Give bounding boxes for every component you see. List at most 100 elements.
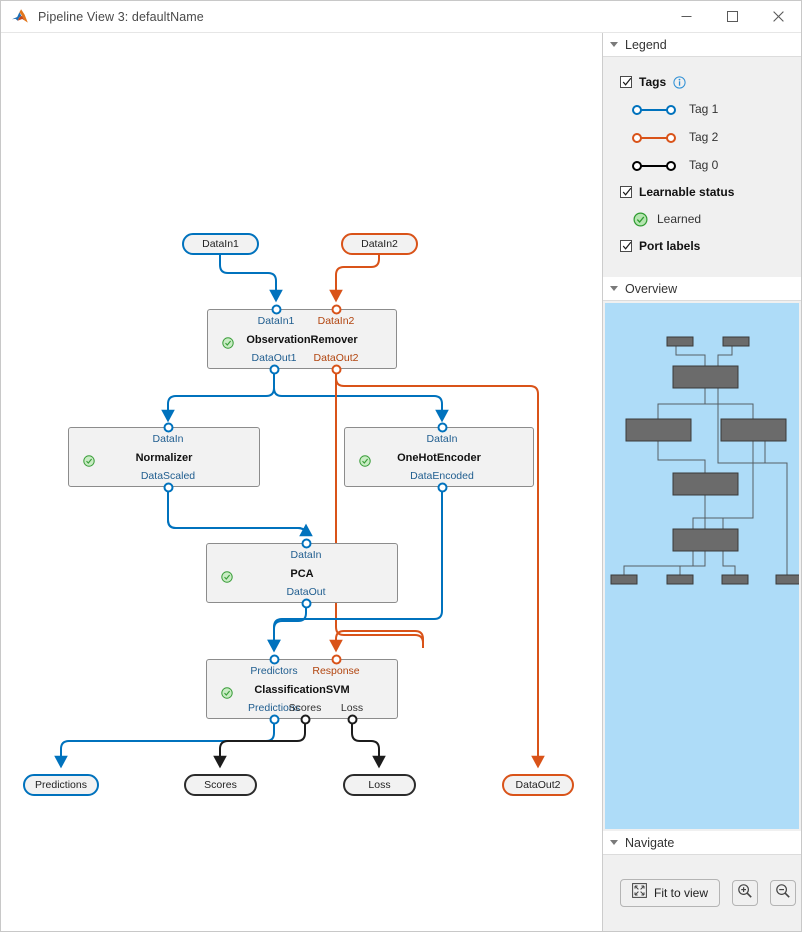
port-label: DataIn (426, 433, 458, 445)
pipeline-node[interactable]: ClassificationSVM (206, 659, 398, 719)
legend-tag-item: Tag 0 (603, 151, 801, 179)
overview-mini-graph (610, 336, 799, 585)
close-button[interactable] (755, 1, 801, 32)
learned-status-icon (359, 454, 371, 467)
output-terminal[interactable]: Loss (343, 774, 416, 796)
overview-block (666, 336, 694, 347)
input-terminal[interactable]: DataIn2 (341, 233, 418, 255)
pipeline-node[interactable]: OneHotEncoder (344, 427, 534, 487)
navigate-title: Navigate (625, 835, 675, 850)
window-controls (663, 1, 801, 32)
output-terminal[interactable]: Scores (184, 774, 257, 796)
port-labels-label: Port labels (639, 239, 701, 253)
tags-checkbox[interactable] (620, 76, 632, 88)
learned-status-icon (221, 686, 233, 699)
tag-2-swatch-icon (632, 131, 676, 143)
overview-block (610, 574, 638, 585)
port-label: Predictors (250, 665, 298, 677)
port-connector[interactable] (347, 714, 358, 725)
port-connector[interactable] (331, 304, 342, 315)
zoom-in-button[interactable] (732, 880, 759, 906)
port-label: Loss (340, 702, 364, 714)
fit-to-view-button[interactable]: Fit to view (620, 879, 721, 907)
port-label: Predictions (248, 702, 300, 714)
port-label: DataIn2 (317, 315, 355, 327)
pipeline-edges (54, 245, 545, 769)
port-connector[interactable] (437, 422, 448, 433)
legend-learnable-status-row[interactable]: Learnable status (603, 179, 801, 205)
port-label: DataEncoded (410, 470, 474, 482)
legend-port-labels-row[interactable]: Port labels (603, 233, 801, 259)
zoom-out-button[interactable] (770, 880, 797, 906)
overview-block (672, 528, 739, 552)
legend-tag-item: Tag 2 (603, 123, 801, 151)
port-connector[interactable] (331, 654, 342, 665)
learned-label: Learned (657, 212, 702, 226)
port-label: DataIn (290, 549, 322, 561)
learned-status-icon (83, 454, 95, 467)
legend-title: Legend (625, 37, 667, 52)
tag-0-label: Tag 0 (689, 158, 719, 172)
overview-block (672, 365, 739, 389)
port-connector[interactable] (163, 422, 174, 433)
zoom-in-icon (737, 883, 753, 904)
pipeline-node[interactable]: Normalizer (68, 427, 260, 487)
info-icon[interactable] (673, 75, 686, 89)
port-connector[interactable] (331, 364, 342, 375)
learnable-status-checkbox[interactable] (620, 186, 632, 198)
port-connector[interactable] (269, 364, 280, 375)
legend-tags-row[interactable]: Tags (603, 69, 801, 95)
legend-section-header[interactable]: Legend (603, 33, 801, 57)
output-terminal[interactable]: Predictions (23, 774, 99, 796)
tag-1-label: Tag 1 (689, 102, 719, 116)
port-connector[interactable] (271, 304, 282, 315)
collapse-chevron-icon[interactable] (610, 286, 618, 291)
port-connector[interactable] (301, 598, 312, 609)
port-label: DataScaled (140, 470, 196, 482)
port-label: DataOut1 (251, 352, 297, 364)
port-connector[interactable] (437, 482, 448, 493)
tag-0-swatch-icon (632, 159, 676, 171)
side-panel: Legend Tags (603, 33, 801, 931)
learned-status-icon (222, 336, 234, 349)
overview-block (775, 574, 799, 585)
overview-thumbnail[interactable] (605, 303, 799, 829)
node-title: ClassificationSVM (254, 684, 350, 696)
overview-section-header[interactable]: Overview (603, 277, 801, 301)
port-connector[interactable] (269, 654, 280, 665)
navigate-body: Fit to view (603, 855, 801, 931)
navigate-section-header[interactable]: Navigate (603, 831, 801, 855)
maximize-button[interactable] (709, 1, 755, 32)
node-title: PCA (290, 568, 314, 580)
fit-to-view-icon (632, 883, 647, 903)
port-connector[interactable] (163, 482, 174, 493)
node-title: Normalizer (135, 452, 193, 464)
overview-block (722, 336, 750, 347)
port-label: DataIn1 (257, 315, 295, 327)
collapse-chevron-icon[interactable] (610, 42, 618, 47)
port-labels-checkbox[interactable] (620, 240, 632, 252)
legend-body: Tags (603, 57, 801, 277)
port-connector[interactable] (301, 538, 312, 549)
pipeline-node[interactable]: PCA (206, 543, 398, 603)
learned-status-icon (221, 570, 233, 583)
minimize-button[interactable] (663, 1, 709, 32)
pipeline-node[interactable]: ObservationRemover (207, 309, 397, 369)
overview-block (721, 574, 749, 585)
matlab-icon (11, 8, 29, 26)
node-title: ObservationRemover (246, 334, 358, 346)
port-label: Scores (288, 702, 322, 714)
window-title: Pipeline View 3: defaultName (38, 9, 204, 24)
input-terminal[interactable]: DataIn1 (182, 233, 259, 255)
port-connector[interactable] (300, 714, 311, 725)
port-label: DataOut (286, 586, 326, 598)
overview-title: Overview (625, 281, 678, 296)
collapse-chevron-icon[interactable] (610, 840, 618, 845)
tag-1-swatch-icon (632, 103, 676, 115)
output-terminal[interactable]: DataOut2 (502, 774, 574, 796)
overview-body (603, 301, 801, 831)
port-connector[interactable] (269, 714, 280, 725)
